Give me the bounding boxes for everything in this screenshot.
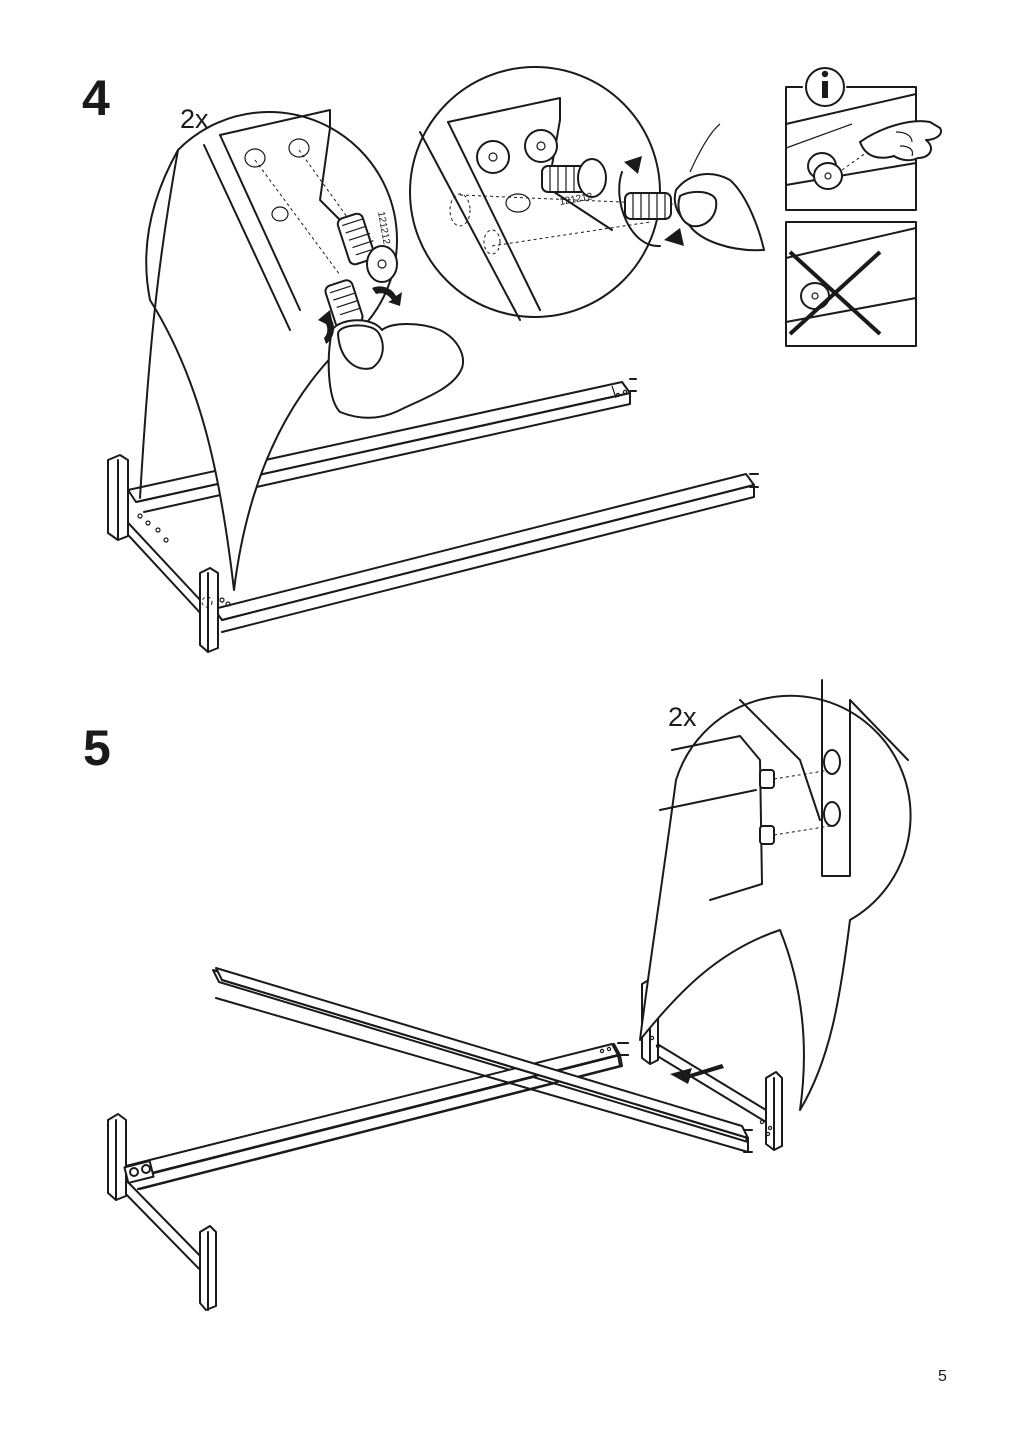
step-4-quantity: 2x	[180, 104, 209, 134]
step-5-number: 5	[83, 720, 111, 776]
info-icon	[805, 67, 845, 107]
step-5-left-end	[107, 1113, 217, 1311]
step-4-detail-callout-right: 121212	[409, 66, 765, 321]
step-5-quantity: 2x	[668, 702, 697, 732]
step-5-illustration	[125, 1042, 629, 1190]
info-panel	[785, 67, 942, 347]
step-5-front-rail-visible-real	[215, 967, 753, 1153]
page-number: 5	[938, 1368, 947, 1385]
push-arrow-icon	[670, 1064, 724, 1084]
step-4-number: 4	[82, 70, 110, 126]
screw-121212	[336, 212, 398, 283]
step-5-detail-callout	[639, 679, 912, 1111]
step-4-detail-callout-left: 121212	[139, 109, 465, 591]
hand-icon	[859, 120, 942, 162]
cross-icon	[788, 250, 882, 336]
